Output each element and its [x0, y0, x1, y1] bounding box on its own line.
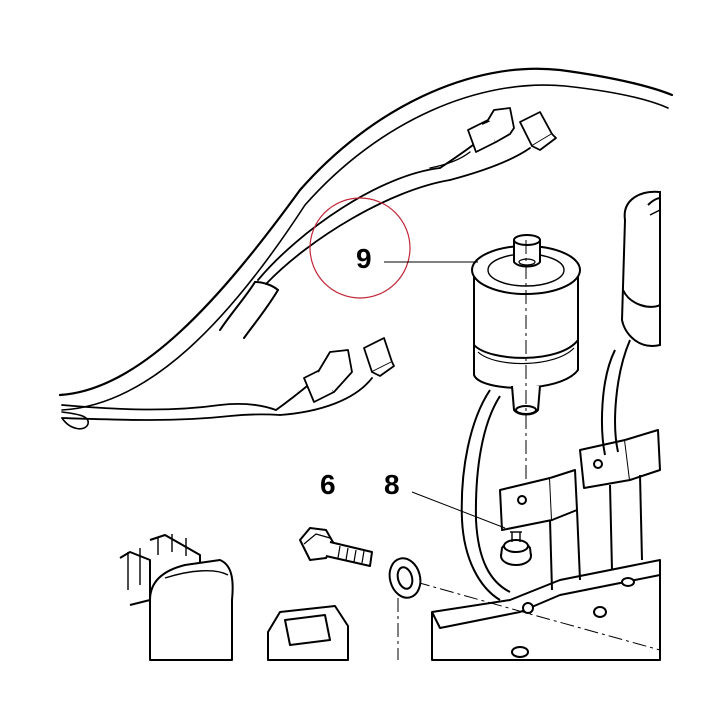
assembly-line	[415, 581, 661, 651]
leader-lines	[384, 261, 506, 529]
upper-connector-pair	[467, 107, 557, 153]
washer	[388, 557, 422, 660]
callout-6: 6	[320, 469, 336, 500]
lower-left-component	[119, 534, 234, 661]
second-coil	[620, 190, 661, 347]
lower-connector-pair	[303, 337, 395, 403]
leader-line-8	[411, 491, 506, 529]
highlight-circle	[309, 197, 411, 299]
callout-8: 8	[384, 469, 400, 500]
wiring-harness	[58, 67, 674, 430]
callout-9: 9	[356, 243, 372, 274]
lower-middle-socket	[267, 605, 349, 661]
mounting-bracket	[431, 339, 661, 661]
screw-grommet	[500, 531, 532, 566]
bolt	[299, 527, 373, 567]
ignition-coil	[471, 234, 581, 500]
